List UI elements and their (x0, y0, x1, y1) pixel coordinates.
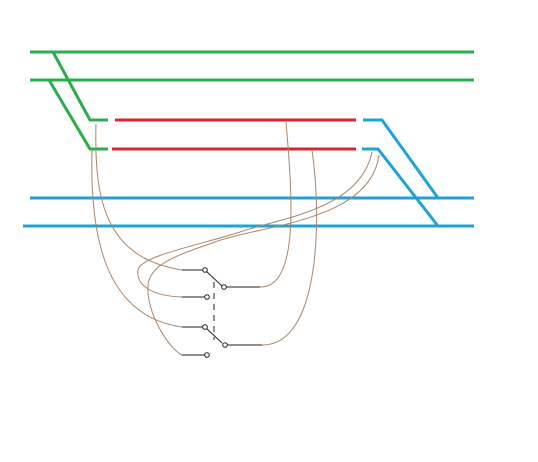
green-diverge-bottom (47, 79, 108, 151)
blue-track-pair (23, 118, 474, 228)
switch-terminal-1 (202, 267, 208, 273)
switch-arm-top (205, 270, 223, 287)
green-diverge-top (51, 51, 108, 122)
wire-red-top-feed (259, 121, 292, 288)
blue-diverge-bottom (362, 147, 440, 227)
switch-terminal-4 (204, 352, 210, 358)
wire-red-bottom-feed (261, 149, 318, 346)
switch-terminal-common-top (221, 284, 227, 290)
blue-diverge-top (363, 118, 440, 199)
switch-terminal-common-bottom (222, 342, 228, 348)
dpdt-switch (182, 267, 262, 358)
switch-terminal-2 (204, 294, 210, 300)
switch-arm-bottom (205, 327, 223, 344)
red-isolated-section (112, 118, 356, 151)
wire-green-top-feed (95, 123, 183, 271)
switch-terminal-3 (202, 324, 208, 330)
wire-blue-bottom-feed (147, 154, 380, 356)
feeder-wires (91, 121, 380, 356)
green-track-pair (30, 50, 474, 151)
wire-blue-top-feed (137, 151, 373, 298)
